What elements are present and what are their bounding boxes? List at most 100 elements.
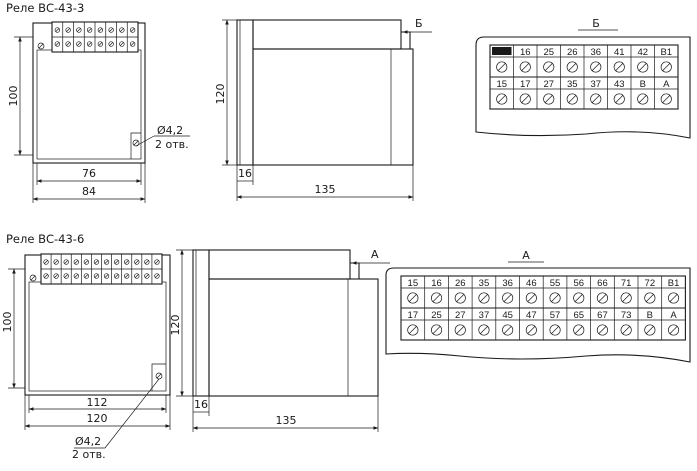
relay1-terminal-number: В1	[660, 47, 672, 58]
relay1-terminal-screw	[519, 93, 531, 105]
relay1-terminal-screw	[660, 61, 672, 73]
relay1-side-flange	[236, 19, 254, 166]
relay1-terminal-screw	[637, 61, 649, 73]
relay2-strip-screw-top	[63, 259, 69, 265]
relay1-terminal-number: 26	[567, 47, 578, 58]
relay2-terminal-number: 72	[645, 278, 656, 289]
relay2-strip-screw-bottom	[73, 273, 79, 279]
relay2-strip-screw-bottom	[83, 273, 90, 279]
relay1-terminal-number: А	[663, 79, 670, 90]
relay1-terminal-screw	[660, 93, 672, 105]
relay2-front-inner	[28, 281, 167, 392]
relay2-terminal-screw	[573, 292, 585, 304]
relay1-strip-screws	[54, 22, 136, 52]
relay1-terminal-number: 37	[590, 79, 601, 90]
relay2-terminal-number: В	[647, 310, 653, 321]
relay2-terminal-label: А	[522, 249, 530, 262]
relay2-strip-screw-bottom	[63, 273, 69, 279]
relay2-terminal-screw	[644, 292, 656, 304]
relay2-terminal-screw	[525, 324, 537, 336]
relay1-dim-height: 100	[7, 86, 20, 107]
relay2-terminal-number: 45	[502, 310, 513, 321]
relay2-terminal-screw	[502, 324, 514, 336]
relay1-terminal-number: 15	[496, 79, 507, 90]
relay2-strip-screw-top	[93, 259, 100, 265]
relay1-strip-screw-top	[86, 27, 93, 33]
relay2-terminal-board	[385, 267, 691, 363]
relay2-strip-screw-bottom	[43, 273, 49, 279]
relay1-terminal-screw	[590, 61, 602, 73]
relay1-strip-screw-top	[65, 27, 71, 33]
relay1-terminal-screw	[613, 93, 625, 105]
relay1-terminal-screw	[496, 61, 508, 73]
relay2-corner-screw	[29, 274, 37, 282]
relay1-strip-screw-bottom	[97, 41, 104, 47]
relay-vs43-3: Реле ВС-43-3 100 76 84	[6, 1, 691, 203]
relay1-strip-screw-bottom	[129, 41, 136, 47]
relay2-strip-screw-top	[154, 259, 160, 265]
relay2-title: Реле ВС-43-6	[6, 232, 84, 246]
relay2-terminal-screw	[573, 324, 585, 336]
relay2-strip-screw-top	[73, 259, 79, 265]
relay2-strip-screw-top	[144, 259, 150, 265]
relay1-strip-screw-bottom	[65, 41, 71, 47]
relay2-terminal-screw	[407, 324, 419, 336]
relay2-view-mark: А	[371, 248, 379, 261]
relay1-strip-screw-bottom	[76, 41, 82, 47]
relay2-terminal-screw	[525, 292, 537, 304]
relay1-terminal-screw	[566, 61, 578, 73]
relay2-strip-screw-top	[124, 259, 130, 265]
relay2-strip-screw-bottom	[53, 273, 59, 279]
relay1-terminal-number: 43	[614, 79, 625, 90]
relay2-terminal-screw	[620, 324, 632, 336]
relay1-side-body	[252, 48, 414, 166]
relay1-dim-side-depth-small: 16	[238, 167, 252, 180]
relay2-terminal-number: 17	[408, 310, 419, 321]
relay2-terminal-screw	[454, 292, 466, 304]
relay1-strip-screw-top	[97, 27, 104, 33]
relay2-dim-height: 100	[1, 312, 14, 333]
relay1-terminal-number: 42	[637, 47, 648, 58]
relay2-dim-side-depth-small: 16	[194, 398, 208, 411]
relay2-dim-inner-width: 112	[87, 396, 108, 409]
relay1-front-view: 100 76 84 Ø4,2 2 отв.	[7, 21, 190, 203]
relay2-strip-screw-bottom	[103, 273, 110, 279]
relay1-strip-screw-top	[76, 27, 82, 33]
relay1-terminal-screw	[590, 93, 602, 105]
relay2-terminal-number: 57	[550, 310, 561, 321]
relay1-corner-screw	[37, 42, 45, 50]
relay1-terminal-number: 36	[590, 47, 601, 58]
relay1-terminal-screw	[613, 61, 625, 73]
relay1-front-inner	[36, 49, 142, 160]
relay1-terminal-number: 41	[614, 47, 625, 58]
relay2-terminal-screw	[620, 292, 632, 304]
relay2-strip-screw-bottom	[154, 273, 160, 279]
relay1-terminal-number: 27	[543, 79, 554, 90]
relay1-terminal-screw	[543, 61, 555, 73]
relay1-terminal-number: 16	[520, 47, 531, 58]
relay1-strip-screw-bottom	[108, 41, 114, 47]
relay2-terminal-screw	[596, 292, 608, 304]
relay2-strip-screw-top	[83, 259, 90, 265]
relay1-terminal-screw	[543, 93, 555, 105]
relay2-terminal-screw	[667, 292, 680, 304]
relay2-strip-screw-bottom	[134, 273, 140, 279]
relay2-terminal-screw	[596, 324, 608, 336]
relay2-terminal-screw	[644, 324, 656, 336]
relay2-terminal-screw	[502, 292, 514, 304]
relay1-hole-notch	[130, 132, 141, 159]
relay2-terminal-number: 67	[597, 310, 608, 321]
relay1-strip-screw-top	[108, 27, 114, 33]
relay-vs43-6: Реле ВС-43-6 100 112 120	[1, 232, 691, 461]
relay2-terminal-screw	[478, 292, 490, 304]
relay2-terminal-screw	[549, 324, 561, 336]
relay2-front-view: 100 112 120 Ø4,2 2 отв.	[1, 253, 171, 461]
relay1-side-view: Б 120 16 135	[214, 17, 432, 201]
relay2-strip-screw-bottom	[124, 273, 130, 279]
relay2-strip-screws	[43, 254, 160, 284]
relay2-strip-screw-top	[103, 259, 110, 265]
relay2-terminal-screw	[454, 324, 466, 336]
relay2-terminal-number: 15	[408, 278, 419, 289]
